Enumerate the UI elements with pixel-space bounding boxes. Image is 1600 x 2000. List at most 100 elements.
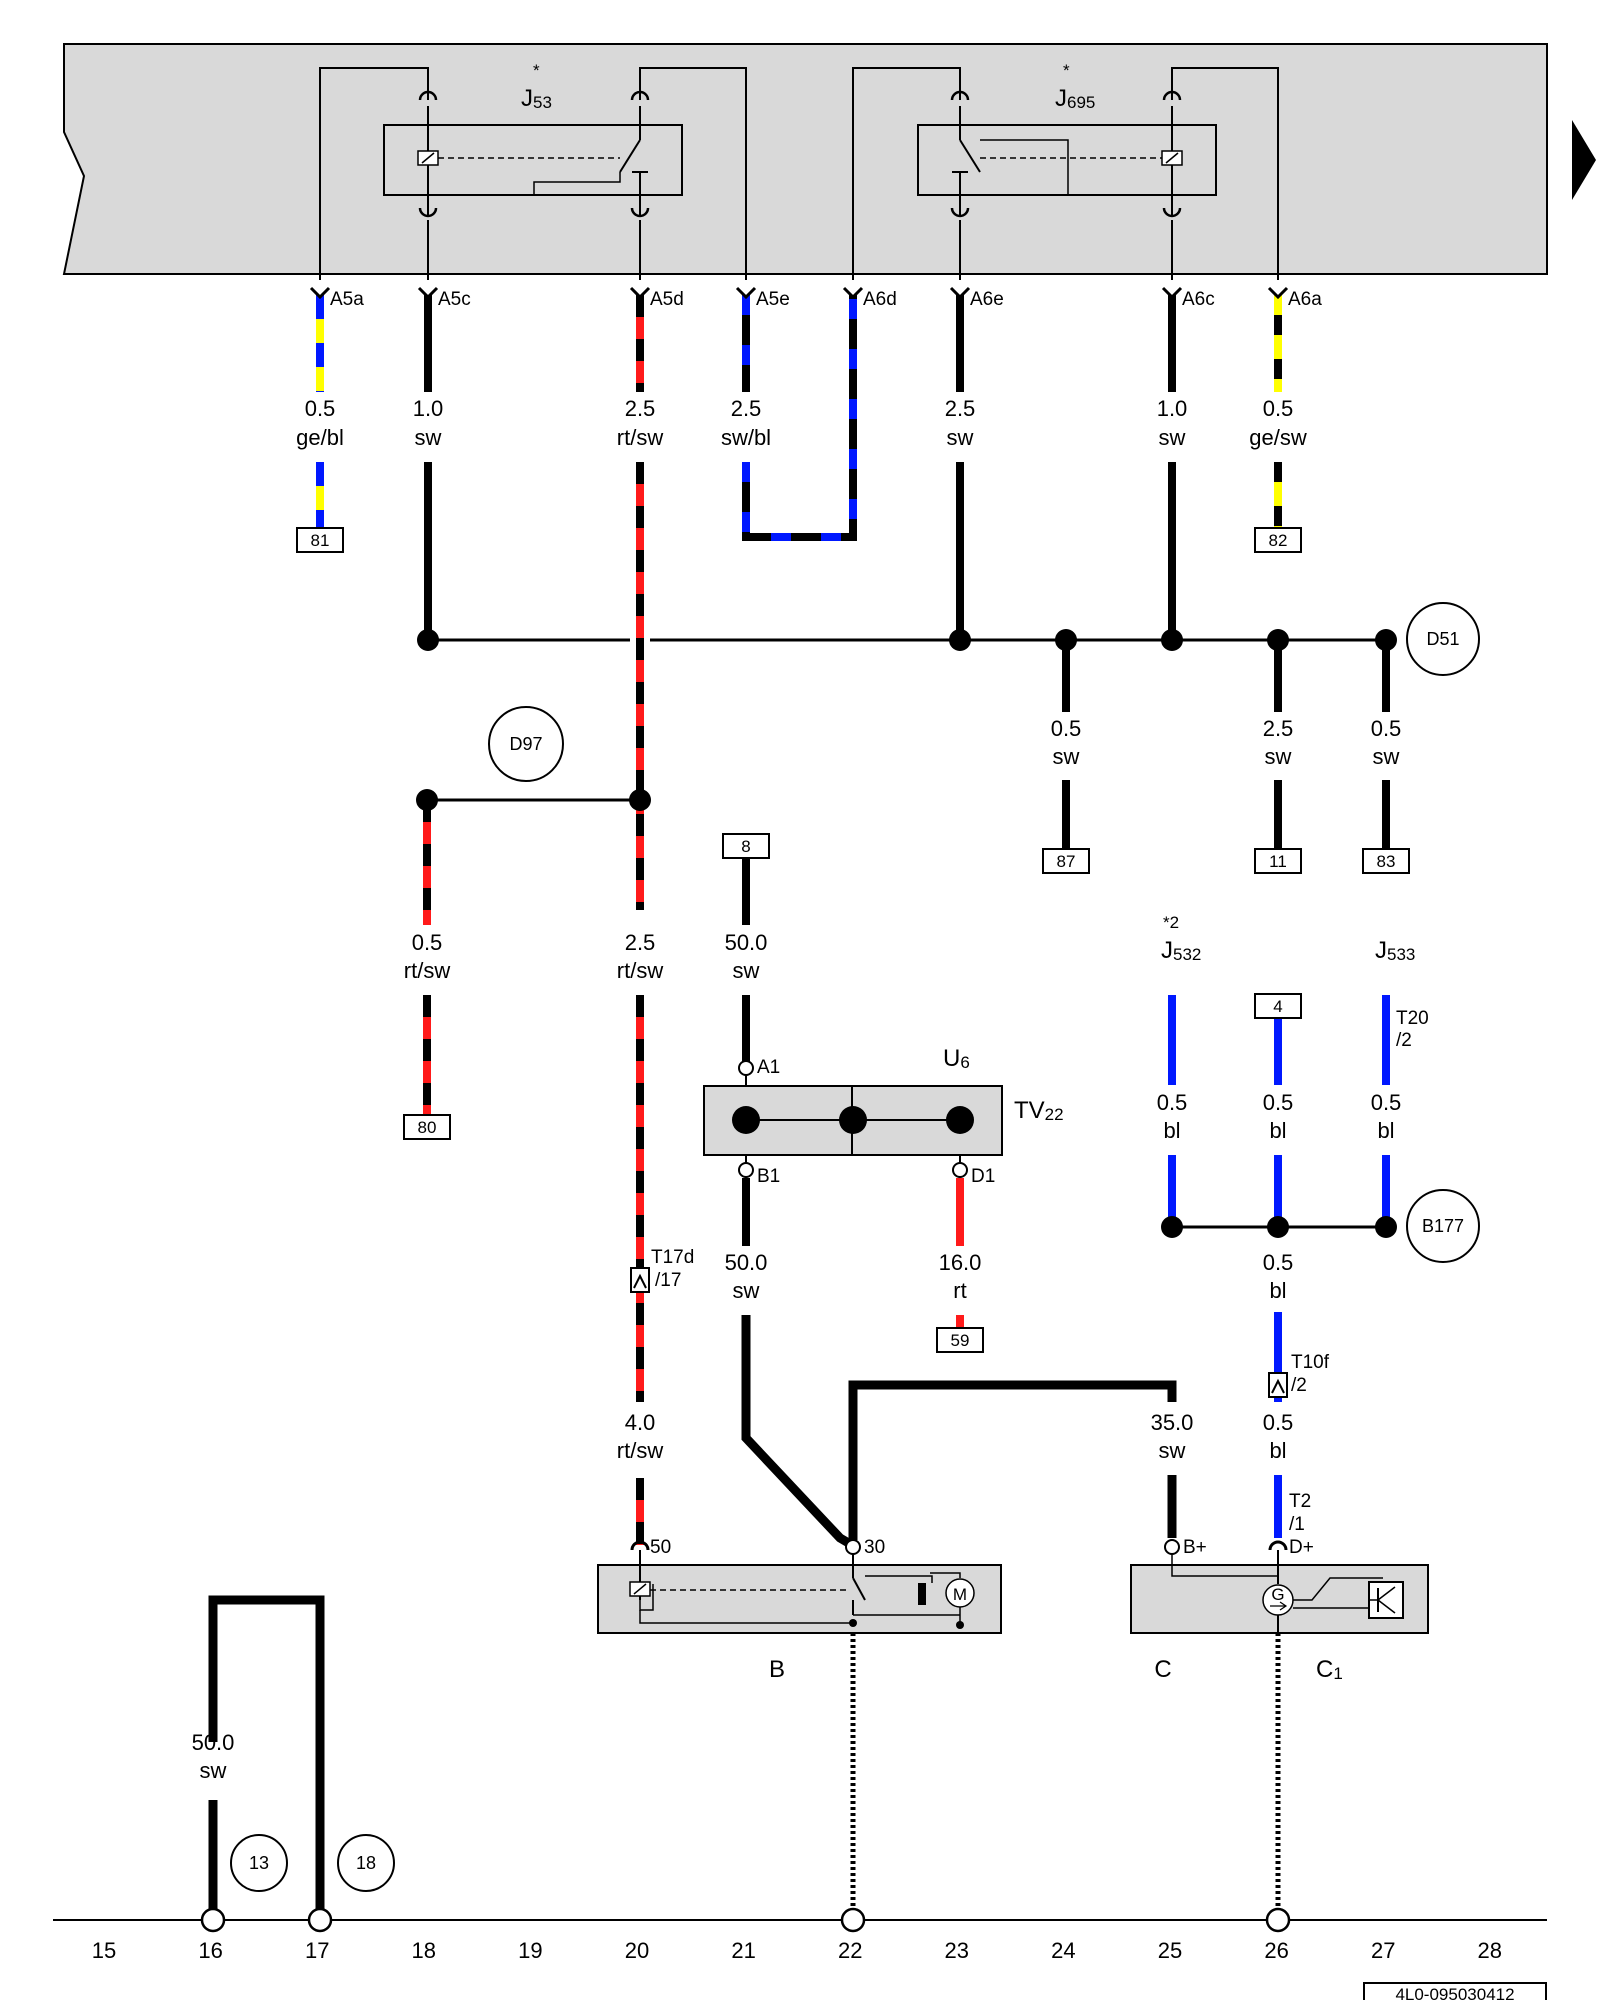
svg-text:M: M xyxy=(953,1585,967,1604)
t2-line2: /1 xyxy=(1289,1514,1305,1535)
ref-box-87: 87 xyxy=(1042,848,1090,874)
wire-segments xyxy=(208,295,1390,1912)
wire-11-color: sw xyxy=(1265,744,1292,769)
wire-20b-color: rt/sw xyxy=(617,958,664,983)
t10f-line1: T10f xyxy=(1291,1352,1330,1373)
wire-j532-size: 0.5 xyxy=(1157,1090,1188,1115)
wire-a5e-size: 2.5 xyxy=(731,396,762,421)
wire-a5e-color: sw/bl xyxy=(721,425,771,450)
ref-box-80: 80 xyxy=(403,1114,451,1140)
grid-number: 23 xyxy=(945,1938,969,1963)
panel-internal-wiring xyxy=(319,67,1279,280)
wire-dplus-size: 0.5 xyxy=(1263,1410,1294,1435)
circle-labels: D51 D97 B177 13 18 xyxy=(230,602,1480,1892)
wire-dplus-color: bl xyxy=(1269,1438,1286,1463)
svg-text:81: 81 xyxy=(311,531,330,550)
ref-box-8: 8 xyxy=(722,833,770,859)
circle-13: 13 xyxy=(230,1834,288,1892)
ground-wires xyxy=(850,1633,1281,1908)
reference-boxes: 81 82 87 11 83 80 8 59 4 xyxy=(296,527,1410,1353)
connector-hooks xyxy=(309,286,1289,300)
circle-d97: D97 xyxy=(488,706,564,782)
grid-number: 28 xyxy=(1478,1938,1502,1963)
pin-labels: A5a A5c A5d A5e A6d A6e A6c A6a xyxy=(330,289,1322,310)
t17d-line1: T17d xyxy=(651,1247,694,1268)
alternator-c-label: C xyxy=(1154,1656,1171,1683)
relay-panel xyxy=(62,43,1548,275)
transistor-icon xyxy=(1368,1581,1404,1619)
pin-a5d: A5d xyxy=(650,289,684,310)
wire-a6a-size: 0.5 xyxy=(1263,396,1294,421)
circle-18: 18 xyxy=(337,1834,395,1892)
wire-a6e-size: 2.5 xyxy=(945,396,976,421)
svg-text:18: 18 xyxy=(356,1853,376,1873)
wire-a5d-size: 2.5 xyxy=(625,396,656,421)
bus-lines xyxy=(427,638,1386,1229)
inline-connector-t10f: T10f /2 xyxy=(1268,1352,1330,1398)
wire-b1-size: 50.0 xyxy=(725,1250,768,1275)
wire-80-size: 0.5 xyxy=(412,930,443,955)
inline-connector-t17d: T17d /17 xyxy=(630,1247,694,1293)
starter-b-label: B xyxy=(769,1656,785,1683)
svg-text:D51: D51 xyxy=(1426,629,1459,649)
pin-a5e: A5e xyxy=(756,289,790,310)
pin-bplus: B+ xyxy=(1183,1537,1207,1558)
wire-j532-color: bl xyxy=(1163,1118,1180,1143)
t17d-line2: /17 xyxy=(655,1270,681,1291)
wire-labels: 0.5 ge/bl 1.0 sw 2.5 rt/sw 2.5 sw/bl 2.5… xyxy=(192,396,1402,1783)
pin-a6e: A6e xyxy=(970,289,1004,310)
wire-50-color: rt/sw xyxy=(617,1438,664,1463)
j533-label: J533 xyxy=(1375,937,1415,964)
pin-a1: A1 xyxy=(757,1057,780,1078)
pin-dplus: D+ xyxy=(1289,1537,1314,1558)
tv22-label: TV22 xyxy=(1014,1097,1064,1124)
wire-87-size: 0.5 xyxy=(1051,716,1082,741)
wire-83-size: 0.5 xyxy=(1371,716,1402,741)
svg-text:4: 4 xyxy=(1273,997,1282,1016)
svg-text:82: 82 xyxy=(1269,531,1288,550)
svg-text:11: 11 xyxy=(1269,852,1287,871)
grid-number: 19 xyxy=(518,1938,542,1963)
wire-a5c-size: 1.0 xyxy=(413,396,444,421)
wire-a6c-size: 1.0 xyxy=(1157,396,1188,421)
wire-80-color: rt/sw xyxy=(404,958,451,983)
wire-d1-size: 16.0 xyxy=(939,1250,982,1275)
grid-number: 25 xyxy=(1158,1938,1182,1963)
t20-line1: T20 xyxy=(1396,1008,1429,1029)
grid-number: 27 xyxy=(1371,1938,1395,1963)
svg-text:D97: D97 xyxy=(509,734,542,754)
relay-j695-label: J695 xyxy=(1055,85,1095,112)
relay-j53-label: J53 xyxy=(521,85,552,112)
pin-a5c: A5c xyxy=(438,289,471,310)
svg-text:B177: B177 xyxy=(1422,1216,1464,1236)
terminal-block-tv22: A1 B1 D1 U6 TV22 xyxy=(703,1045,1064,1187)
pin-30: 30 xyxy=(864,1537,885,1558)
wire-83-color: sw xyxy=(1373,744,1400,769)
grid-number: 20 xyxy=(625,1938,649,1963)
wire-d1-color: rt xyxy=(953,1278,966,1303)
wire-a5c-color: sw xyxy=(415,425,442,450)
relay-j695: * J695 xyxy=(917,61,1217,215)
wire-b177-color: bl xyxy=(1269,1278,1286,1303)
doc-id: 4L0-095030412 xyxy=(1395,1985,1514,2000)
pin-a6a: A6a xyxy=(1288,289,1322,310)
wire-50-size: 4.0 xyxy=(625,1410,656,1435)
circle-b177: B177 xyxy=(1406,1189,1480,1263)
ground-terminals xyxy=(200,1907,1291,1933)
svg-text:80: 80 xyxy=(418,1118,437,1137)
svg-text:G: G xyxy=(1271,1585,1284,1604)
j532-star: *2 xyxy=(1163,913,1179,932)
wire-a6c-color: sw xyxy=(1159,425,1186,450)
wire-a5a-color: ge/bl xyxy=(296,425,344,450)
pin-a6d: A6d xyxy=(863,289,897,310)
relay-j53: * J53 xyxy=(383,61,683,215)
wire-13-color: sw xyxy=(200,1758,227,1783)
ref-box-82: 82 xyxy=(1254,527,1302,553)
grid-number: 24 xyxy=(1051,1938,1075,1963)
wire-a6e-color: sw xyxy=(947,425,974,450)
wire-j533-color: bl xyxy=(1377,1118,1394,1143)
generator-icon: G xyxy=(1262,1584,1294,1616)
doc-id-box xyxy=(1363,1982,1547,2000)
grid-number: 18 xyxy=(412,1938,436,1963)
